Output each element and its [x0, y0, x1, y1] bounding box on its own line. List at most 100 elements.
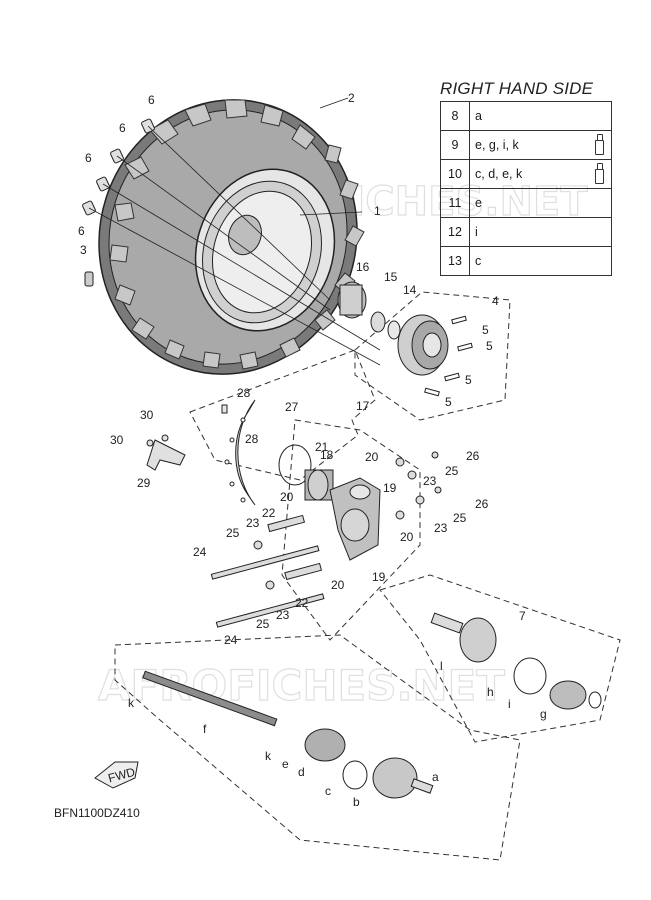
callout-a: a: [432, 770, 439, 784]
legend-row-value: c, d, e, k: [469, 159, 612, 189]
callout-5b: 5: [486, 339, 493, 353]
legend-row-value: i: [469, 217, 612, 247]
legend-row-value: e, g, i, k: [469, 130, 612, 160]
callout-23c: 23: [434, 521, 448, 535]
callout-30a: 30: [140, 408, 154, 422]
callout-25a: 25: [445, 464, 459, 478]
leader-lines: [88, 97, 381, 366]
legend-row-value-text: e, g, i, k: [475, 138, 519, 152]
callout-5c: 5: [465, 373, 472, 387]
callout-6b: 6: [119, 121, 126, 135]
callout-27: 27: [285, 400, 299, 414]
callout-k1: k: [128, 696, 135, 710]
callout-22b: 22: [295, 596, 309, 610]
callout-5d: 5: [445, 395, 452, 409]
callout-14: 14: [403, 283, 417, 297]
bracket: [146, 434, 186, 471]
svg-text:FWD: FWD: [107, 765, 137, 786]
legend-row-number: 10: [440, 159, 470, 189]
legend-row-value-text: a: [475, 109, 482, 123]
callout-16: 16: [356, 260, 370, 274]
hub-spacer-parts: [337, 281, 401, 340]
callout-20d: 20: [331, 578, 345, 592]
callout-30b: 30: [110, 433, 124, 447]
callout-b: b: [353, 795, 360, 809]
callout-6c: 6: [85, 151, 92, 165]
legend-row-number: 11: [440, 188, 470, 218]
bolts: [210, 451, 442, 628]
callout-g: g: [540, 707, 547, 721]
svg-text:AFROFICHES.NET: AFROFICHES.NET: [98, 661, 505, 710]
knuckle-assembly: [278, 444, 381, 561]
tire-assembly: [98, 99, 365, 375]
callout-k2: k: [265, 749, 272, 763]
callout-e: e: [282, 757, 289, 771]
callout-3: 3: [80, 243, 87, 257]
legend-title: RIGHT HAND SIDE: [440, 79, 594, 98]
fwd-arrow: FWD: [94, 761, 139, 789]
legend-row-value-text: i: [475, 225, 478, 239]
callout-20c: 20: [400, 530, 414, 544]
callout-5a: 5: [482, 323, 489, 337]
callout-25b: 25: [453, 511, 467, 525]
callout-4: 4: [492, 294, 499, 308]
legend-row: 13 c: [440, 246, 612, 276]
brake-disc: [221, 399, 256, 506]
callout-22a: 22: [262, 506, 276, 520]
callout-26b: 26: [475, 497, 489, 511]
callout-26a: 26: [466, 449, 480, 463]
legend-row-number: 12: [440, 217, 470, 247]
callout-25c: 25: [226, 526, 240, 540]
callout-23b: 23: [246, 516, 260, 530]
callout-20a: 20: [365, 450, 379, 464]
callout-21: 21: [315, 440, 329, 454]
legend-row-value-text: c: [475, 254, 482, 268]
callout-19b: 19: [372, 570, 386, 584]
callout-24b: 24: [224, 633, 238, 647]
callout-h: h: [487, 685, 494, 699]
legend-row-number: 9: [440, 130, 470, 160]
legend-row-number: 13: [440, 246, 470, 276]
legend-row: 10 c, d, e, k: [440, 159, 612, 189]
wheel-hub: [397, 314, 473, 397]
callout-23d: 23: [276, 608, 290, 622]
group-outlines: [114, 291, 621, 861]
callout-2: 2: [348, 91, 355, 105]
legend-row: 9 e, g, i, k: [440, 130, 612, 160]
grease-tube-icon: [595, 134, 604, 155]
callout-17: 17: [356, 399, 370, 413]
callout-6d: 6: [78, 224, 85, 238]
callout-6a: 6: [148, 93, 155, 107]
legend-row: 11 e: [440, 188, 612, 218]
callout-d: d: [298, 765, 305, 779]
legend-row-value: e: [469, 188, 612, 218]
callout-25d: 25: [256, 617, 270, 631]
drive-shaft: [142, 612, 602, 799]
callout-23a: 23: [423, 474, 437, 488]
callout-c: c: [325, 784, 331, 798]
callout-18: 18: [320, 448, 334, 462]
legend-row-number: 8: [440, 101, 470, 131]
callout-24a: 24: [193, 545, 207, 559]
callout-28b: 28: [245, 432, 259, 446]
callout-l: l: [440, 659, 443, 673]
callout-29: 29: [137, 476, 151, 490]
callout-19a: 19: [383, 481, 397, 495]
callout-i: i: [508, 697, 511, 711]
diagram-code: BFN1100DZ410: [54, 806, 140, 820]
callout-28a: 28: [237, 386, 251, 400]
callout-20b: 20: [280, 490, 294, 504]
callout-15: 15: [384, 270, 398, 284]
callout-7: 7: [519, 609, 526, 623]
callout-f: f: [203, 722, 207, 736]
legend-row-value-text: e: [475, 196, 482, 210]
legend-row-value: a: [469, 101, 612, 131]
legend-row-value-text: c, d, e, k: [475, 167, 523, 181]
callout-1: 1: [374, 204, 381, 218]
legend-row-value: c: [469, 246, 612, 276]
callout-labels: 2 1 6 6 6 6 3 16 15 14 4 5 5 5 5 28 27 1…: [78, 91, 547, 809]
